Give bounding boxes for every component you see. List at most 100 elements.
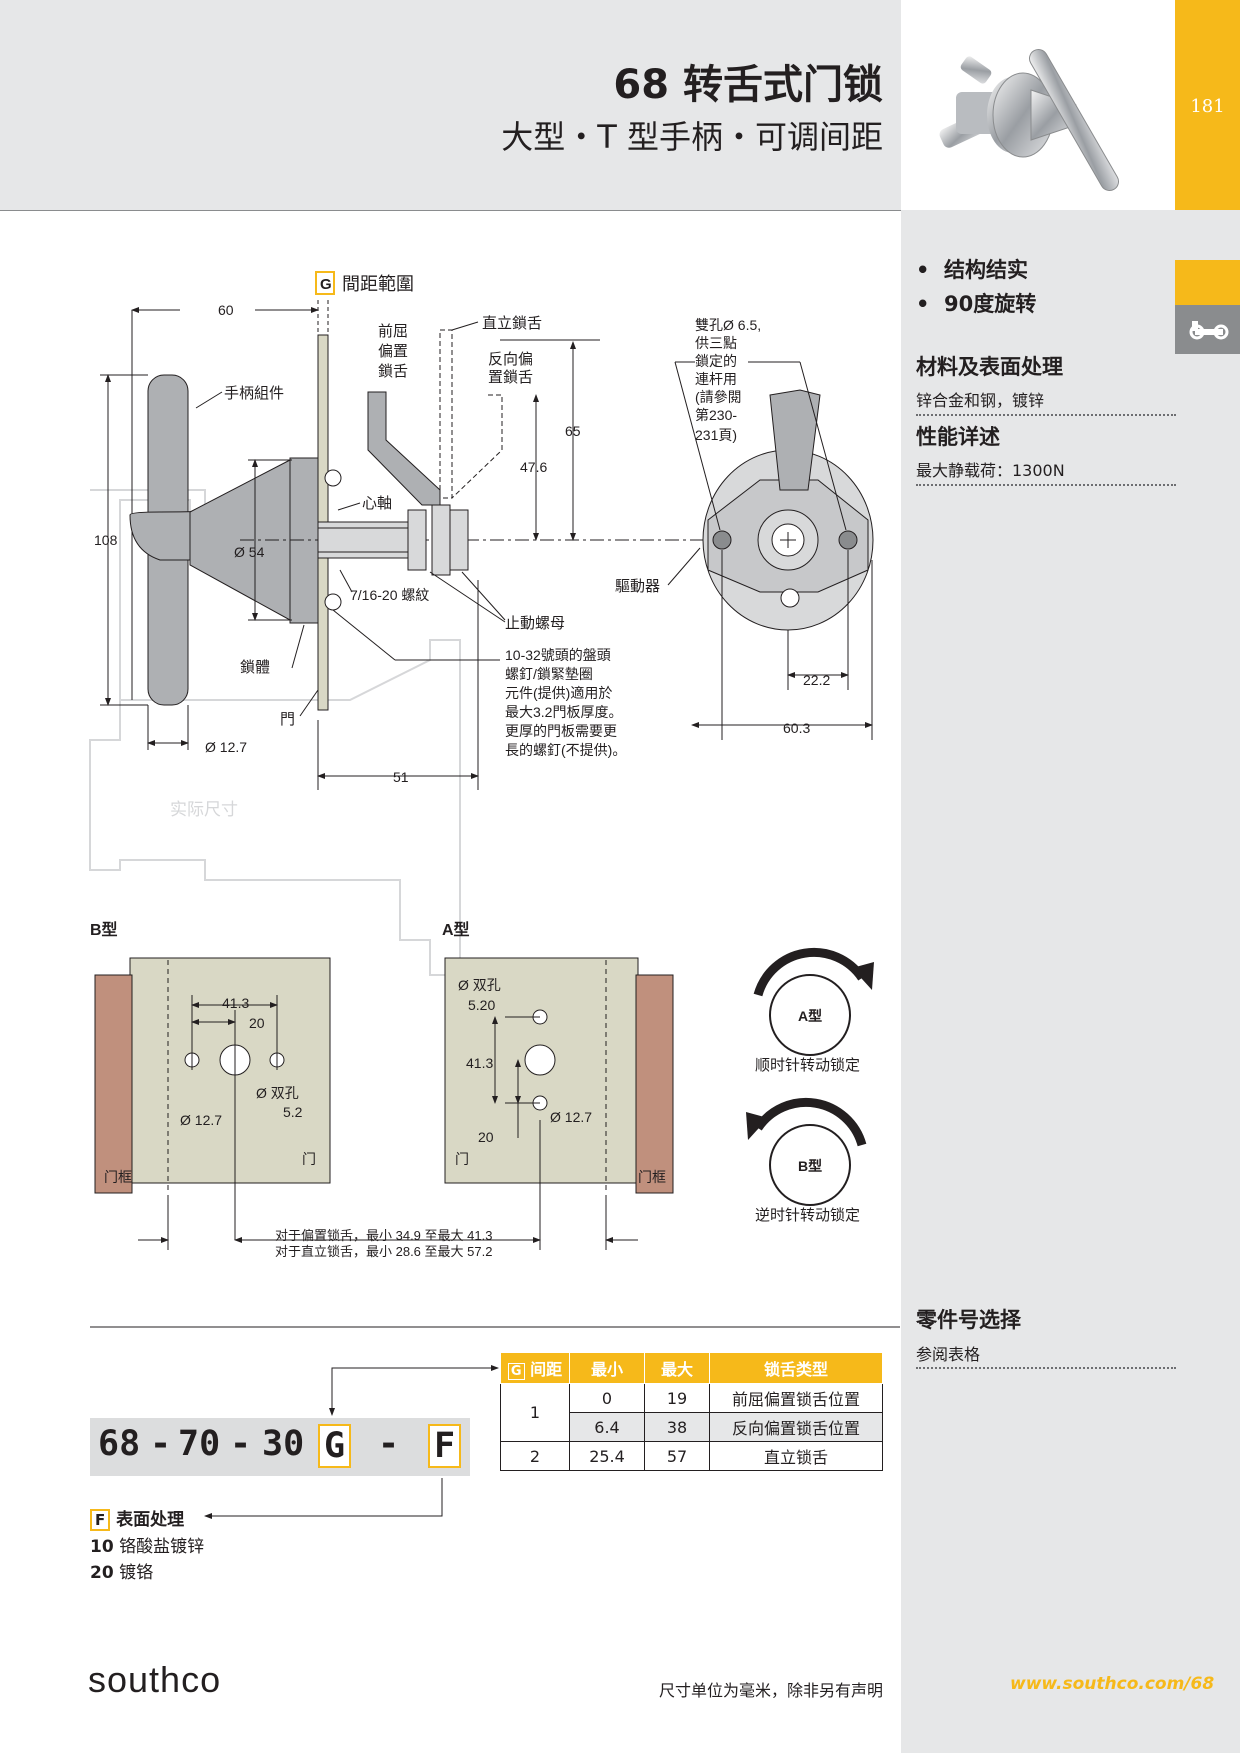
a-door-label: 门 <box>455 1151 469 1167</box>
table-row: 6.4 38 反向偏置锁舌位置 <box>501 1412 883 1442</box>
cell-max: 57 <box>644 1441 710 1471</box>
a-hole-label: Ø 12.7 <box>550 1109 592 1125</box>
pn-dash: - <box>150 1424 172 1464</box>
screw-note-2: 螺釘/鎖緊墊圈 <box>505 666 593 682</box>
dim-60-3: 60.3 <box>783 720 810 736</box>
counterclockwise-arrow-icon <box>754 1097 867 1147</box>
a-door-frame <box>635 974 674 1194</box>
website-link[interactable]: www.southco.com/68 <box>1010 1674 1215 1694</box>
a-5-20-label: 5.20 <box>468 997 495 1013</box>
double-hole-2: 供三點 <box>695 335 737 351</box>
part-heading: 零件号选择 <box>916 1308 1021 1332</box>
screw-note-1: 10-32號頭的盤頭 <box>505 647 611 663</box>
finish-name: 铬酸盐镀锌 <box>119 1537 205 1557</box>
part-number-bar <box>90 1418 470 1476</box>
actual-size-label: 实际尺寸 <box>170 800 238 819</box>
pn-30: 30 <box>262 1424 305 1464</box>
front-cam-label-3: 鎖舌 <box>378 363 408 380</box>
part-number-connectors <box>204 1365 499 1519</box>
pn-f-box: F <box>428 1424 462 1468</box>
rotation-b-label: B型 <box>798 1158 822 1174</box>
clockwise-arrow-icon <box>753 947 866 997</box>
rotation-a-circle <box>769 974 851 1056</box>
screw-note-5: 更厚的門板需要更 <box>505 723 617 739</box>
cell-type: 反向偏置锁舌位置 <box>709 1412 883 1442</box>
finish-code: 10 <box>90 1537 114 1557</box>
a-frame-label: 门框 <box>638 1169 666 1185</box>
rotation-b-circle <box>769 1124 851 1206</box>
screw-note-6: 長的螺釘(不提供)。 <box>505 742 626 758</box>
screw-note-3: 元件(提供)適用於 <box>505 685 612 701</box>
sidebar <box>901 210 1240 1753</box>
b-door-frame <box>94 974 133 1194</box>
screw-note-4: 最大3.2門板厚度。 <box>505 704 622 720</box>
col-type: 锁舌类型 <box>709 1352 883 1384</box>
feature-bullet: • 结构结实 <box>916 258 1029 282</box>
technical-drawing: 实际尺寸 G 間距範圍 60 108 Ø 54 Ø 12.7 51 <box>89 271 900 1328</box>
a-double-label: Ø 双孔 <box>458 977 501 993</box>
dim-47-6: 47.6 <box>520 459 547 475</box>
dim-65: 65 <box>565 423 581 439</box>
dim-54: Ø 54 <box>234 544 265 560</box>
header-band <box>0 0 901 211</box>
page-number: 181 <box>1190 96 1225 117</box>
wing-latch-icon <box>1175 305 1240 354</box>
lock-body-label: 鎖體 <box>240 659 270 676</box>
pn-dash: - <box>378 1424 400 1464</box>
front-cam-label-1: 前屈 <box>378 323 408 340</box>
part-text: 参阅表格 <box>916 1345 981 1364</box>
b-5-2-label: 5.2 <box>283 1104 303 1120</box>
cell-g: 2 <box>500 1441 570 1471</box>
finish-heading: F 表面处理 <box>90 1505 184 1531</box>
finish-option: 20 镀铬 <box>90 1558 153 1583</box>
double-hole-1: 雙孔Ø 6.5, <box>695 317 761 333</box>
b-dim-20: 20 <box>249 1015 265 1031</box>
reverse-cam-label-1: 反向偏 <box>488 351 533 368</box>
a-type-label: A型 <box>442 921 470 939</box>
dim-51: 51 <box>393 769 409 785</box>
spacing-table: G 间距 最小 最大 锁舌类型 1 0 19 前屈偏置锁舌位置 6.4 38 反… <box>500 1352 883 1471</box>
b-door-label: 门 <box>302 1151 316 1167</box>
rotation-b-text: 逆时针转动锁定 <box>755 1207 860 1224</box>
g-marker <box>315 271 335 295</box>
straight-note: 对于直立锁舌，最小 28.6 至最大 57.2 <box>275 1244 492 1259</box>
table-row: 1 0 19 前屈偏置锁舌位置 <box>500 1383 883 1442</box>
finish-code: 20 <box>90 1563 114 1583</box>
g-header-marker: G <box>507 1363 525 1380</box>
front-offset-cam <box>367 391 441 506</box>
double-hole-4: 連杆用 <box>695 371 737 387</box>
offset-note: 对于偏置锁舌，最小 34.9 至最大 41.3 <box>275 1228 492 1243</box>
cell-max: 19 <box>644 1383 710 1413</box>
cell-min: 25.4 <box>569 1441 645 1471</box>
double-hole-5: (請參閱 <box>695 389 742 405</box>
page-subtitle: 大型・T 型手柄・可调间距 <box>501 118 883 156</box>
southco-logo: southco <box>88 1659 222 1700</box>
b-dim-41-3: 41.3 <box>222 995 249 1011</box>
divider <box>916 1367 1176 1369</box>
cell-min: 0 <box>569 1383 645 1413</box>
cell-g: 1 <box>500 1383 570 1442</box>
b-type-label: B型 <box>90 921 118 939</box>
units-note: 尺寸单位为毫米，除非另有声明 <box>658 1681 883 1700</box>
front-cam-label-2: 偏置 <box>378 343 408 360</box>
reverse-cam-label-2: 置鎖舌 <box>488 369 533 386</box>
finish-heading-text: 表面处理 <box>116 1510 185 1530</box>
section-tab <box>1175 260 1240 305</box>
straight-cam-label: 直立鎖舌 <box>482 315 542 332</box>
core-shaft <box>317 521 414 559</box>
a-dim-20: 20 <box>478 1129 494 1145</box>
spacing-range-label: 間距範圍 <box>342 274 414 294</box>
a-dim-41-3: 41.3 <box>466 1055 493 1071</box>
dim-108: 108 <box>94 532 118 548</box>
pn-dash: - <box>230 1424 252 1464</box>
materials-text: 锌合金和钢，镀锌 <box>916 391 1045 410</box>
divider <box>916 414 1176 416</box>
finish-name: 镀铬 <box>119 1563 154 1583</box>
core-shaft-label: 心軸 <box>362 495 392 512</box>
performance-text: 最大静载荷：1300N <box>916 461 1065 480</box>
cell-type: 直立锁舌 <box>709 1441 883 1471</box>
g-marker-letter: G <box>320 276 332 293</box>
col-min: 最小 <box>569 1352 645 1384</box>
page-title: 68 转舌式门锁 <box>613 62 883 108</box>
a-main-hole <box>524 1044 556 1076</box>
